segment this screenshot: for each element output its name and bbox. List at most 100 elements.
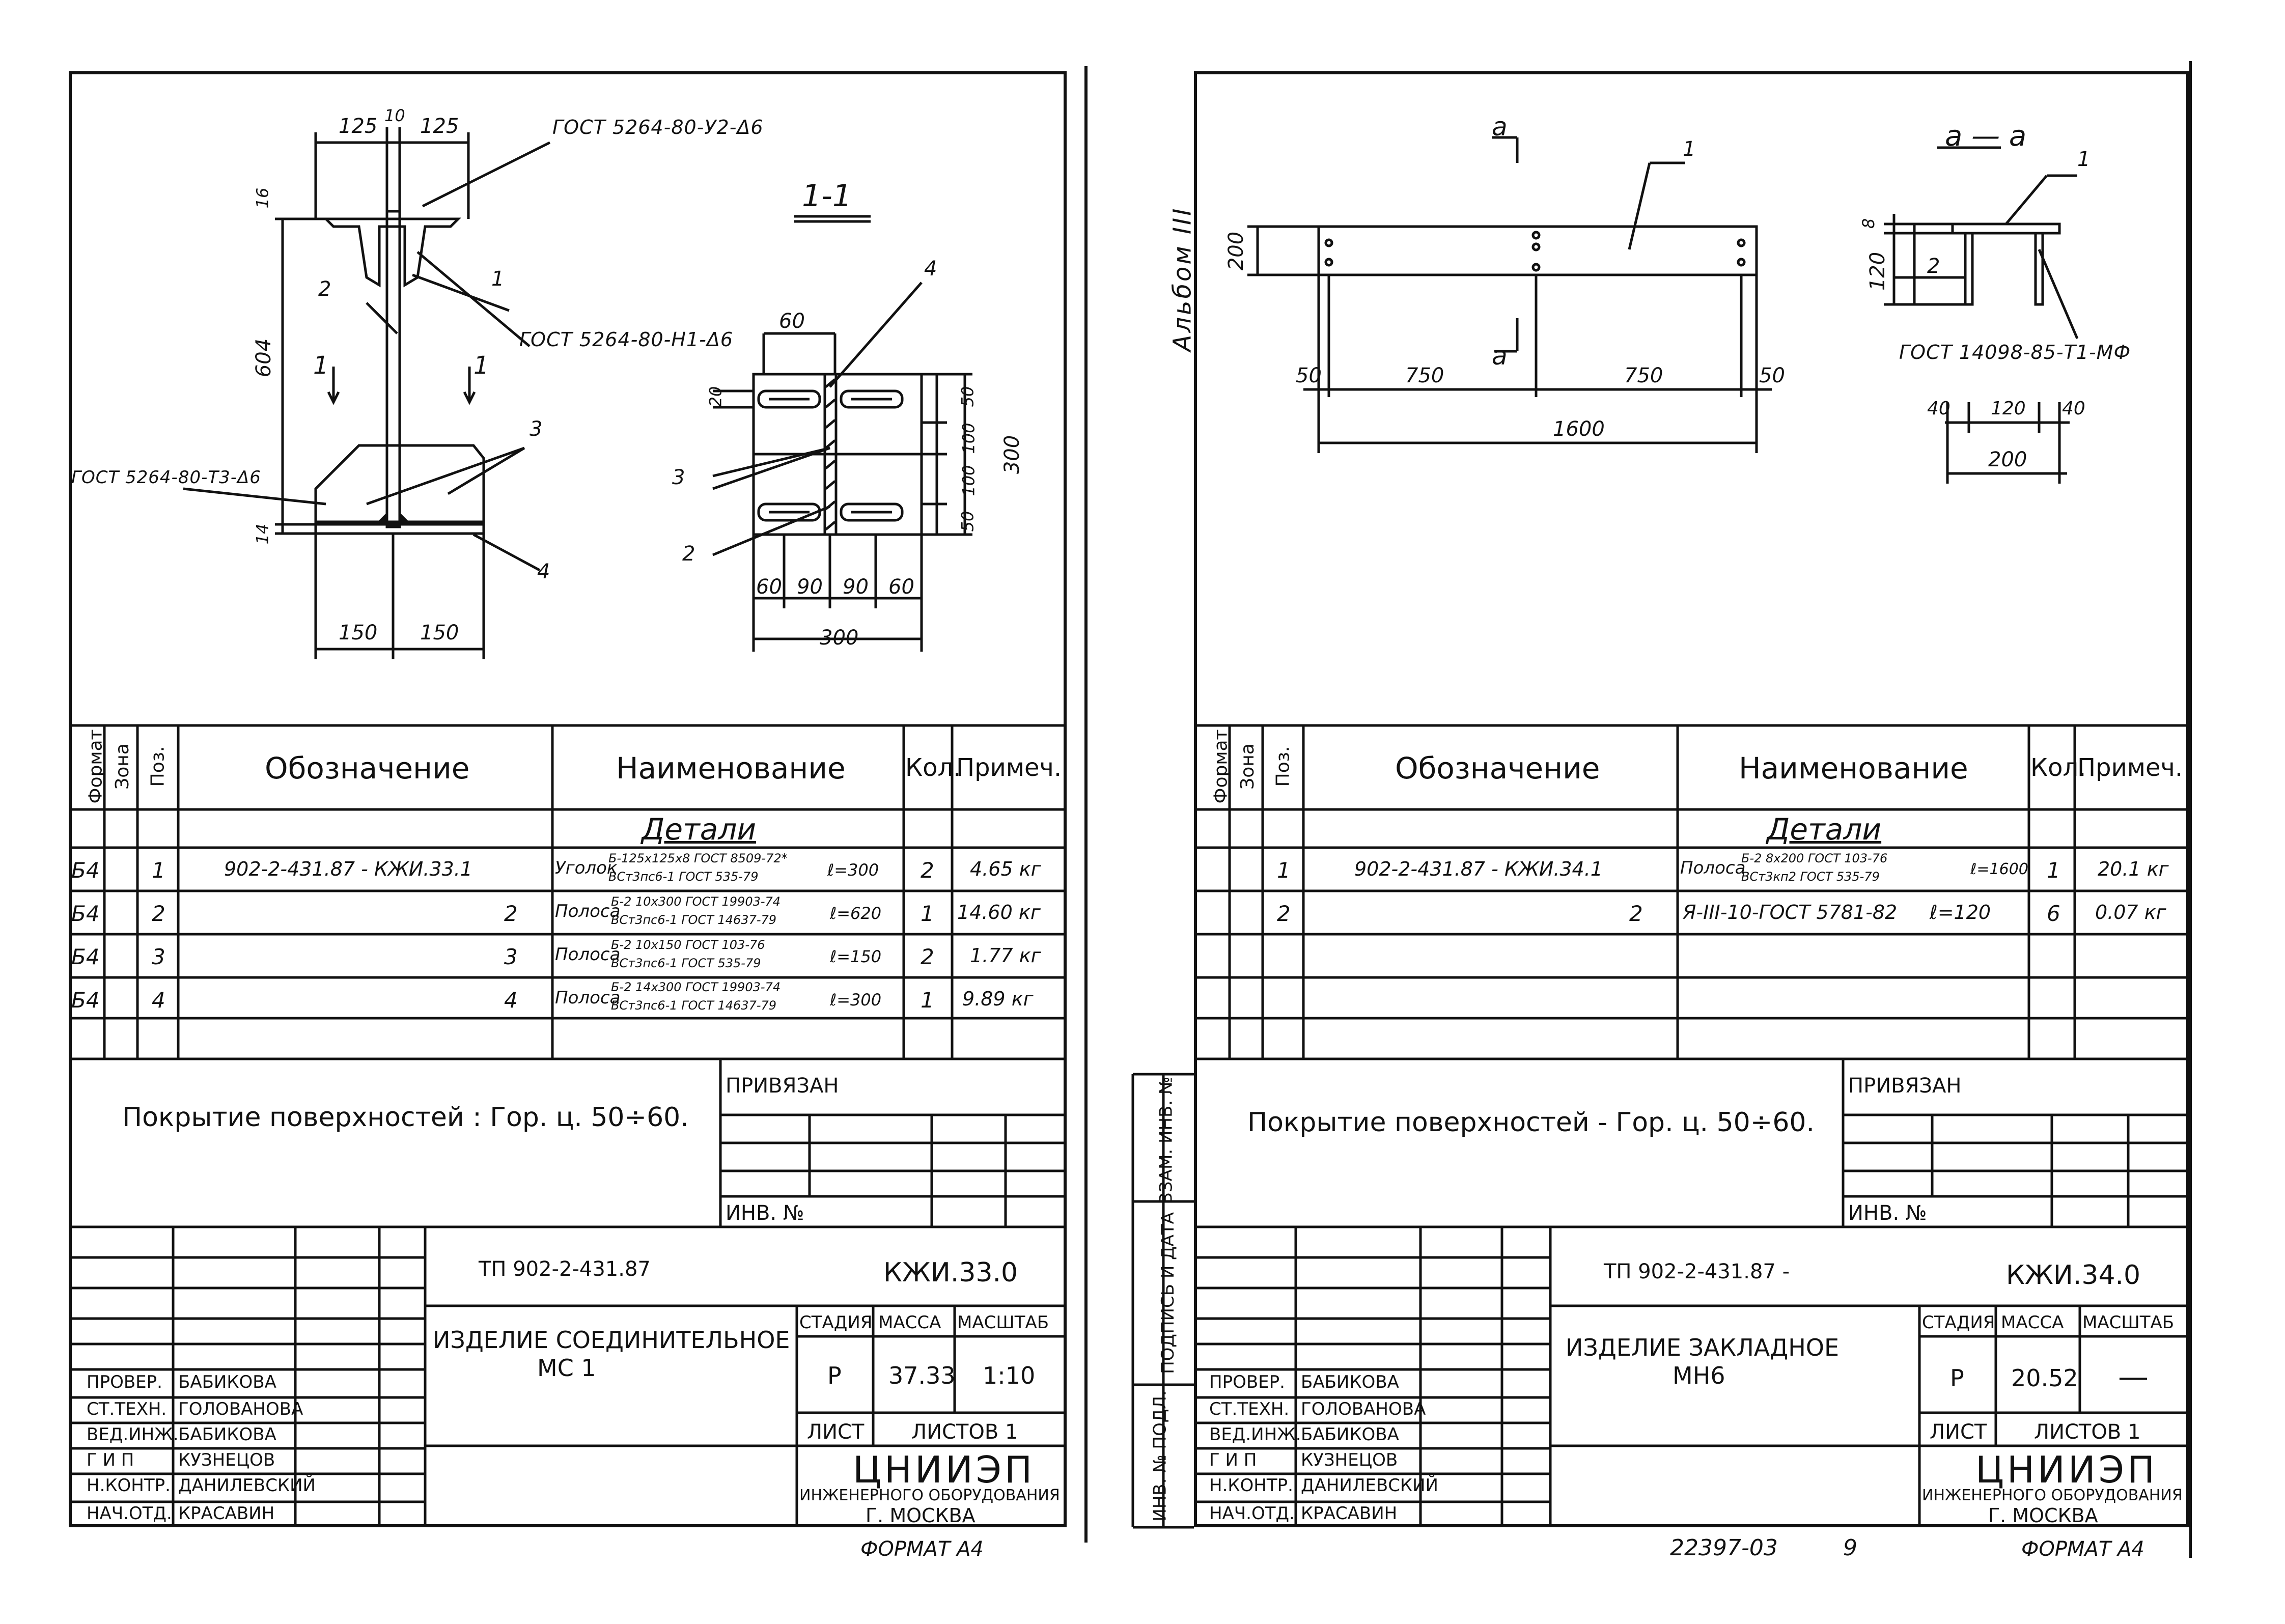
- staff-name: ДАНИЛЕВСКИЙ: [178, 1475, 316, 1496]
- cell-designation: 3: [504, 944, 518, 969]
- cell-format: Б4: [71, 858, 100, 883]
- staff-name: БАБИКОВА: [178, 1372, 276, 1392]
- cell-note: 14.60 кг: [957, 901, 1041, 923]
- r-coating-note: Покрытие поверхностей - Гор. ц. 50÷60.: [1247, 1107, 1815, 1138]
- cell-spec-top: Б-2 10х300 ГОСТ 19903-74: [611, 894, 781, 909]
- org-sub: ИНЖЕНЕРНОГО ОБОРУДОВАНИЯ: [799, 1487, 1060, 1504]
- staff-name: БАБИКОВА: [1301, 1372, 1399, 1392]
- dim-base-right: 150: [420, 621, 459, 645]
- staff-role: НАЧ.ОТД.: [87, 1503, 172, 1524]
- r-sheet-code: КЖИ.34.0: [2006, 1260, 2141, 1291]
- callout-2: 2: [318, 277, 331, 301]
- sheet-divider: [1084, 66, 1088, 1543]
- cell-note: 20.1 кг: [2098, 858, 2169, 880]
- right-dim-200: 200: [1224, 231, 1248, 271]
- side-label-sign: ПОДПИСЬ И ДАТА: [1157, 1212, 1178, 1374]
- callout-4b: 4: [924, 257, 937, 281]
- r-inv-label: ИНВ. №: [1848, 1201, 1927, 1225]
- r-table-section-details: Детали: [1767, 812, 1882, 847]
- cell-name: Я-III-10-ГОСТ 5781-82: [1683, 901, 1898, 923]
- cell-qty: 1: [921, 901, 934, 926]
- plan-dim-60b: 60: [888, 575, 914, 599]
- r-scale-label: МАСШТАБ: [2082, 1312, 2175, 1333]
- table-section-details: Детали: [642, 812, 757, 847]
- sheet-label: ЛИСТ: [807, 1420, 865, 1444]
- dim-top-mid: 10: [384, 106, 405, 125]
- section-mark-right: 1: [473, 351, 489, 380]
- format-label-right: ФОРМАТ А4: [2021, 1537, 2144, 1561]
- mass-value: 37.33: [888, 1362, 956, 1389]
- r-sheet-label: ЛИСТ: [1930, 1420, 1987, 1444]
- org-logo: ЦНИИЭП: [853, 1448, 1036, 1491]
- cell-name: Полоса: [1680, 858, 1746, 878]
- sheet-code: КЖИ.33.0: [883, 1257, 1018, 1288]
- cell-designation: 2: [1629, 901, 1643, 926]
- header-name: Наименование: [616, 751, 846, 786]
- r-header-note: Примеч.: [2077, 753, 2183, 782]
- r-header-zone: Зона: [1237, 743, 1258, 790]
- cell-qty: 2: [921, 944, 934, 969]
- r-org-sub: ИНЖЕНЕРНОГО ОБОРУДОВАНИЯ: [1922, 1487, 2183, 1504]
- item-mark: МС 1: [537, 1354, 596, 1382]
- cell-spec-bottom: ВСт3кп2 ГОСТ 535-79: [1741, 870, 1880, 884]
- plan-dim-60a: 60: [756, 575, 782, 599]
- right-dim-50a: 50: [1296, 364, 1322, 387]
- r-header-name: Наименование: [1739, 751, 1968, 786]
- inv-label: ИНВ. №: [726, 1201, 804, 1225]
- staff-role: Г И П: [1209, 1450, 1257, 1470]
- cell-spec-top: Б-2 14х300 ГОСТ 19903-74: [611, 980, 781, 994]
- staff-role: ВЕД.ИНЖ.: [1209, 1424, 1301, 1445]
- org-city: Г. МОСКВА: [866, 1504, 976, 1527]
- mass-label: МАССА: [878, 1312, 941, 1333]
- stage-value: Р: [827, 1362, 842, 1389]
- right-sheet-outer-edge: [2189, 61, 2192, 1558]
- plan-dim-60top: 60: [779, 310, 805, 333]
- staff-name: КРАСАВИН: [178, 1503, 275, 1524]
- cell-pos: 1: [1277, 858, 1291, 883]
- right-callout-2: 2: [1927, 255, 1940, 278]
- callout-3b: 3: [672, 466, 685, 489]
- r-header-qty: Кол.: [2030, 753, 2086, 782]
- cell-length: ℓ=300: [830, 990, 882, 1010]
- staff-role: Г И П: [87, 1450, 134, 1470]
- cell-qty: 2: [921, 858, 934, 883]
- cell-spec-bottom: ВСт3пс6-1 ГОСТ 535-79: [611, 956, 761, 970]
- r-header-designation: Обозначение: [1395, 751, 1600, 786]
- cell-pos: 4: [152, 988, 165, 1013]
- r-scale-value: —: [2118, 1359, 2149, 1395]
- cell-note: 4.65 кг: [970, 858, 1041, 880]
- staff-name: КУЗНЕЦОВ: [1301, 1450, 1398, 1470]
- cell-length: ℓ=150: [830, 947, 882, 966]
- callout-1: 1: [491, 267, 505, 291]
- dim-top-right: 125: [420, 115, 459, 138]
- sheets-label: ЛИСТОВ 1: [911, 1420, 1018, 1444]
- cell-pos: 2: [152, 901, 165, 926]
- section-mark-a-bottom: а: [1492, 341, 1508, 371]
- cell-designation: 902-2-431.87 - КЖИ.34.1: [1354, 858, 1603, 880]
- right-dim-750b: 750: [1624, 364, 1663, 387]
- r-mass-value: 20.52: [2011, 1364, 2078, 1392]
- side-label-inv: ИНВ. № ПОДЛ.: [1150, 1390, 1171, 1522]
- sect-dim-40a: 40: [1927, 398, 1950, 419]
- staff-role: ВЕД.ИНЖ.: [87, 1424, 179, 1445]
- staff-role: НАЧ.ОТД.: [1209, 1503, 1295, 1524]
- left-sheet-frame: [69, 71, 1067, 1527]
- cell-spec-top: Б-125х125х8 ГОСТ 8509-72*: [608, 851, 788, 865]
- cell-length: ℓ=300: [827, 860, 879, 880]
- gost-label-mid: ГОСТ 5264-80-Н1-Δ6: [519, 328, 734, 351]
- coating-note: Покрытие поверхностей : Гор. ц. 50÷60.: [122, 1102, 689, 1133]
- sect-dim-120: 120: [1866, 251, 1890, 291]
- plan-dim-90b: 90: [843, 575, 869, 599]
- project-code: ТП 902-2-431.87: [479, 1257, 651, 1281]
- cell-note: 9.89 кг: [962, 988, 1034, 1010]
- staff-role: ПРОВЕР.: [1209, 1372, 1285, 1392]
- header-qty: Кол.: [905, 753, 961, 782]
- r-mass-label: МАССА: [2001, 1312, 2064, 1333]
- r-item-name: ИЗДЕЛИЕ ЗАКЛАДНОЕ: [1566, 1334, 1840, 1361]
- staff-name: КРАСАВИН: [1301, 1503, 1398, 1524]
- right-callout-1b: 1: [2077, 148, 2091, 171]
- cell-qty: 1: [921, 988, 934, 1013]
- scale-label: МАСШТАБ: [957, 1312, 1049, 1333]
- gost-label-top: ГОСТ 5264-80-У2-Δ6: [552, 116, 764, 138]
